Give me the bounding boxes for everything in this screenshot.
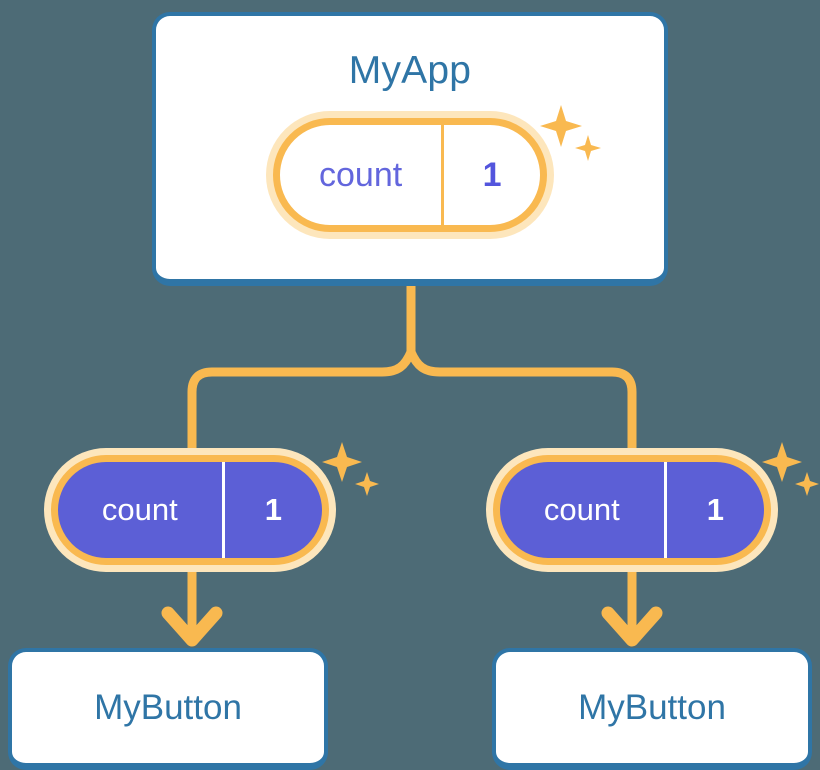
mybutton-card-left[interactable]: MyButton [8,648,328,770]
state-pill-key: count [543,492,620,527]
state-pill-value: 1 [221,462,322,558]
state-pill-key: count [101,492,178,527]
connector-branch-right [406,347,637,457]
state-pill-body: count 1 [273,118,547,232]
state-pill-right[interactable]: count 1 [486,448,778,572]
state-pill-body: count 1 [51,455,329,565]
state-pill-root[interactable]: count 1 [266,111,554,239]
page-title: MyApp [348,49,472,92]
mybutton-card-right[interactable]: MyButton [492,648,812,770]
state-pill-value: 1 [441,125,540,225]
state-pill-value: 1 [663,462,764,558]
arrow-down-icon-left [161,572,223,647]
mybutton-label: MyButton [578,687,726,727]
mybutton-label: MyButton [94,687,242,727]
arrow-down-icon-right [601,572,663,647]
state-pill-left[interactable]: count 1 [44,448,336,572]
connector-branch-left [187,347,416,457]
state-pill-key: count [319,155,403,194]
state-pill-body: count 1 [493,455,771,565]
